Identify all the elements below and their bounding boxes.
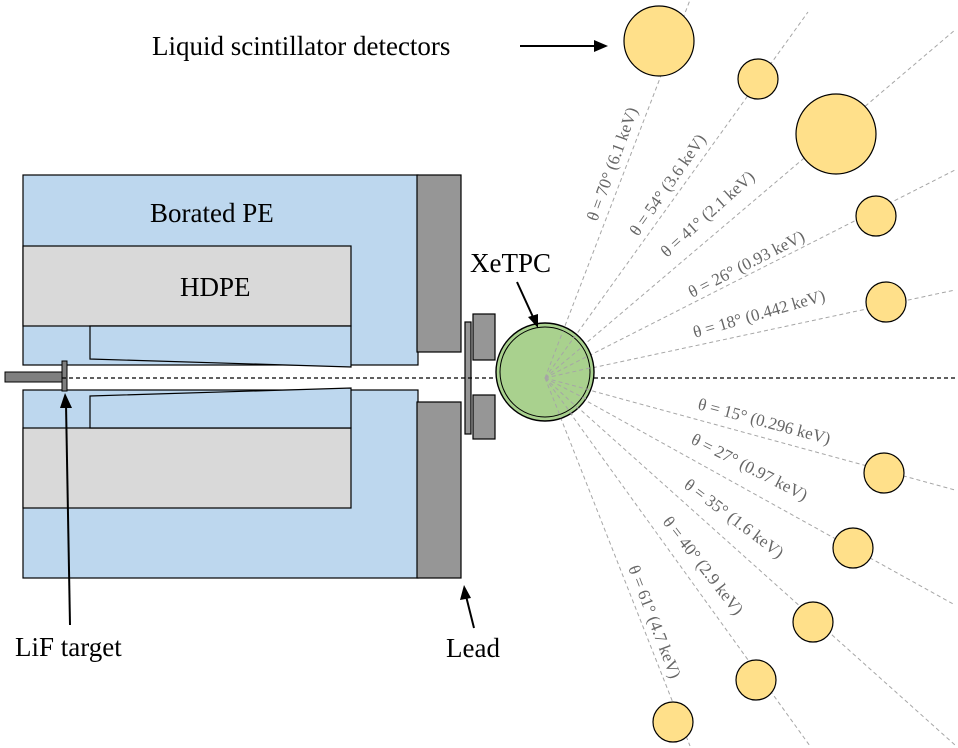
detectors-arrow: [520, 40, 608, 52]
ray-lower-27: [544, 377, 956, 606]
lif-target-label: LiF target: [15, 632, 122, 662]
detector-61: [652, 701, 694, 743]
ray-inner-lower-15: [544, 377, 591, 391]
angle-label-26: θ = 26° (0.93 keV): [685, 227, 808, 302]
ray-inner-lower-35: [544, 377, 581, 411]
detector-35: [792, 601, 834, 643]
ray-upper-41: [544, 29, 956, 379]
scatter-rays-inner: [544, 330, 591, 419]
ray-lower-15: [544, 377, 956, 491]
ray-inner-upper-26: [544, 355, 589, 379]
scintillator-detectors: [623, 5, 907, 743]
lif-target-assembly: [4, 360, 68, 392]
beam-pipe: [4, 371, 66, 383]
detector-15: [863, 452, 905, 494]
borated-pe-shield: [22, 174, 419, 579]
ray-lower-35: [544, 377, 956, 746]
lead-label: Lead: [446, 633, 500, 663]
lead-small-lower: [472, 394, 496, 440]
angle-label-61: θ = 61° (4.7 keV): [624, 563, 685, 681]
xetpc-arrow: [516, 281, 538, 328]
angle-label-70: θ = 70° (6.1 keV): [583, 105, 642, 224]
detector-27: [832, 527, 874, 569]
hdpe-label: HDPE: [180, 272, 251, 302]
scatter-rays: [544, 0, 956, 747]
xetpc: [495, 322, 595, 422]
hdpe-lower: [22, 427, 352, 509]
angle-labels-upper: θ = 70° (6.1 keV) θ = 54° (3.6 keV) θ = …: [583, 105, 827, 342]
lead-arrow: [460, 585, 475, 629]
ray-upper-54: [544, 11, 809, 379]
detector-54: [737, 58, 779, 100]
lead-lower: [416, 401, 462, 579]
lead-small-upper: [472, 313, 496, 361]
collimator-upper-cone: [89, 325, 352, 368]
xetpc-inner: [499, 326, 591, 418]
ray-lower-61: [544, 377, 691, 747]
detector-70: [623, 5, 695, 77]
xetpc-outer: [495, 322, 595, 422]
detector-26: [855, 195, 897, 237]
ray-inner-upper-41: [544, 346, 583, 379]
hdpe-blocks: [22, 245, 352, 509]
ray-inner-lower-40: [544, 377, 574, 417]
ray-lower-40: [544, 377, 811, 747]
lead-upper: [416, 174, 462, 353]
detector-40: [735, 659, 777, 701]
xetpc-label: XeTPC: [470, 248, 551, 278]
angle-label-18: θ = 18° (0.442 keV): [691, 286, 827, 342]
collimator: [89, 325, 352, 429]
detector-41: [795, 93, 877, 175]
detectors-label: Liquid scintillator detectors: [152, 31, 450, 61]
ray-inner-upper-70: [544, 330, 564, 379]
lead-shield: [416, 174, 496, 579]
lif-target: [61, 360, 68, 392]
lif-arrow: [60, 393, 72, 626]
ray-inner-lower-61: [544, 377, 562, 419]
ray-inner-upper-54: [544, 335, 576, 379]
detector-18: [865, 281, 907, 323]
collimator-lower-cone: [89, 387, 352, 429]
ray-inner-upper-18: [544, 367, 591, 379]
hdpe-upper: [22, 245, 352, 327]
borated-pe-label: Borated PE: [150, 198, 274, 228]
ray-inner-lower-27: [544, 377, 587, 400]
